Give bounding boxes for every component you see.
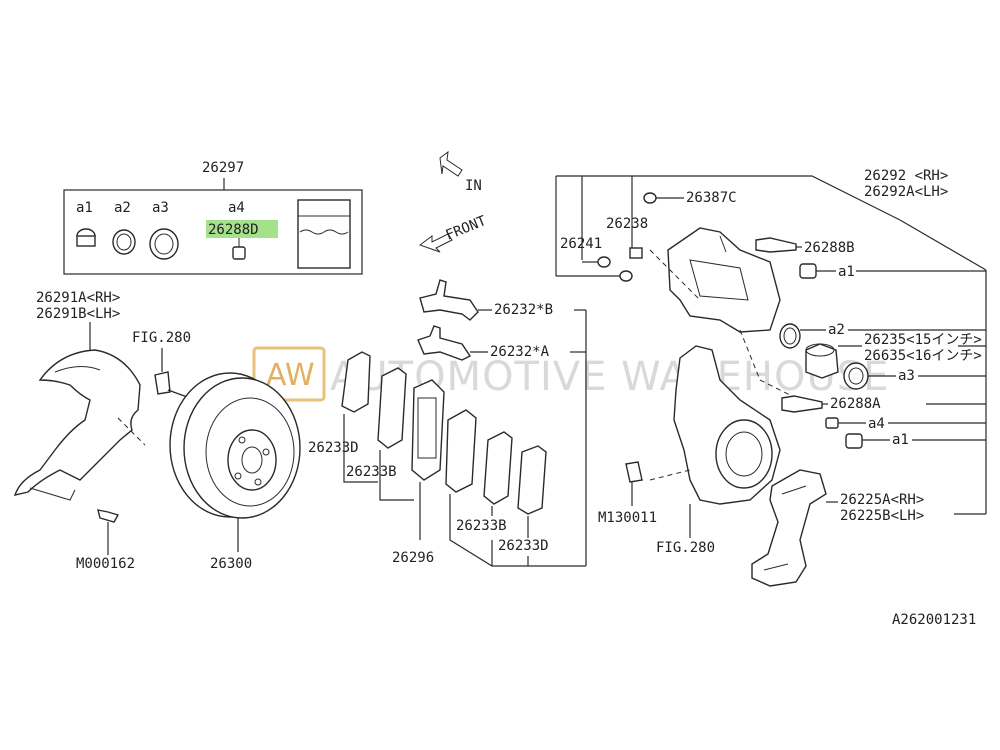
in-arrow-icon xyxy=(439,150,463,177)
kit-item-a4: a4 xyxy=(228,200,245,216)
shield-rh-label: 26291A<RH> xyxy=(36,290,120,306)
highlight-box xyxy=(206,220,278,238)
shield-lh-label: 26291B<LH> xyxy=(36,306,120,322)
a2-label: a2 xyxy=(828,322,845,338)
brake-rotor: FIG.280 26300 xyxy=(132,330,301,572)
kit-item-a2: a2 xyxy=(114,200,131,216)
a1-bottom-label: a1 xyxy=(892,432,909,448)
highlighted-part-number[interactable]: 26288D xyxy=(208,222,259,238)
a1-top-label: a1 xyxy=(838,264,855,280)
pad-kit: 26232*B 26232*A 26233D 26233B 26296 2623… xyxy=(308,279,587,567)
a4-label: a4 xyxy=(868,416,885,432)
a3-label: a3 xyxy=(898,368,915,384)
pad-set-label: 26296 xyxy=(392,550,434,566)
watermark-logo: AW xyxy=(266,358,315,393)
cap-label: 26238 xyxy=(606,216,648,232)
kit-26297: 26297 a1 a2 a3 a4 26288D xyxy=(63,160,363,275)
kit-item-a1: a1 xyxy=(76,200,93,216)
clip-b-label: 26232*B xyxy=(494,302,553,318)
kit-item-a3: a3 xyxy=(152,200,169,216)
shim-b-left-label: 26233B xyxy=(346,464,397,480)
bleeder-bolt-label: 26387C xyxy=(686,190,737,206)
support-lh-label: 26225B<LH> xyxy=(840,508,924,524)
knuckle-bolt-label: M130011 xyxy=(598,510,657,526)
rotor-label: 26300 xyxy=(210,556,252,572)
shim-d-left-label: 26233D xyxy=(308,440,359,456)
shim-d-right-label: 26233D xyxy=(498,538,549,554)
guide-pin-a-label: 26288A xyxy=(830,396,881,412)
front-label: FRONT xyxy=(444,213,490,244)
support-rh-label: 26225A<RH> xyxy=(840,492,924,508)
in-label: IN xyxy=(465,178,482,194)
guide-pin-b-label: 26288B xyxy=(804,240,855,256)
fig280-left-label: FIG.280 xyxy=(132,330,191,346)
direction-arrows: IN FRONT xyxy=(418,150,490,253)
shim-b-right-label: 26233B xyxy=(456,518,507,534)
piston-15-label: 26235<15インチ> xyxy=(864,332,982,348)
diagram-id: A262001231 xyxy=(892,612,976,628)
fig280-right-label: FIG.280 xyxy=(656,540,715,556)
kit-number: 26297 xyxy=(202,160,244,176)
bleeder-label: 26241 xyxy=(560,236,602,252)
caliper-rh-label: 26292 <RH> xyxy=(864,168,948,184)
caliper-assembly: 26292 <RH> 26292A<LH> 26387C 26238 26241… xyxy=(555,168,987,587)
clip-a-label: 26232*A xyxy=(490,344,550,360)
shield-bolt-label: M000162 xyxy=(76,556,135,572)
caliper-lh-label: 26292A<LH> xyxy=(864,184,948,200)
backing-shield: 26291A<RH> 26291B<LH> M000162 xyxy=(13,290,146,572)
piston-16-label: 26635<16インチ> xyxy=(864,348,982,364)
front-arrow-icon xyxy=(418,233,453,253)
